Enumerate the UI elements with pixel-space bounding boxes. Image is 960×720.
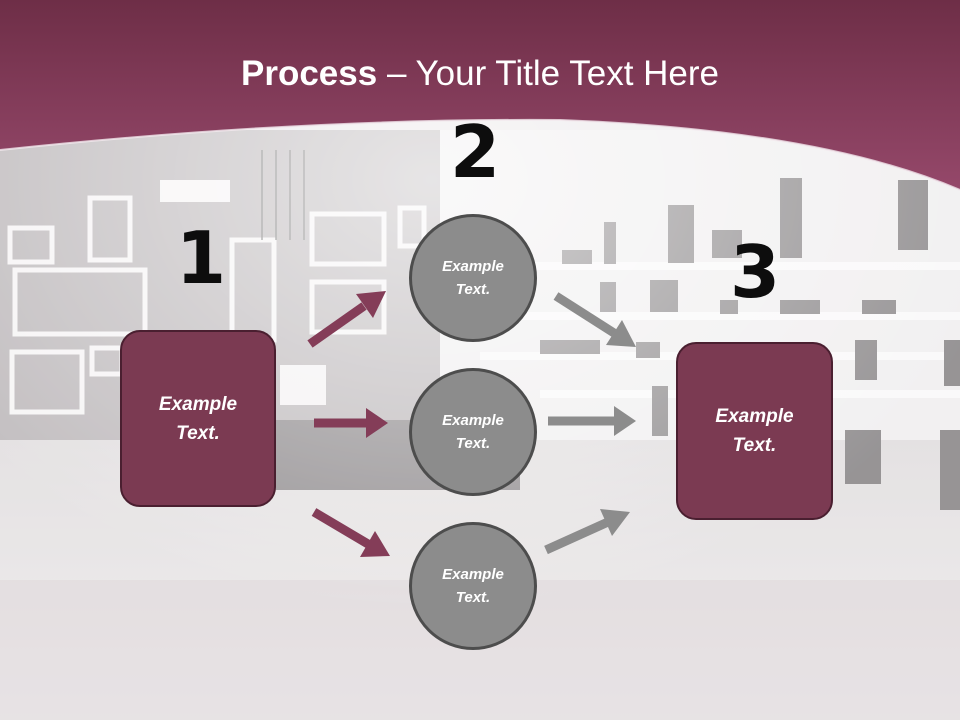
step-1-box-line1: Example <box>158 393 238 415</box>
circle-bottom-line2: Text. <box>455 589 491 606</box>
step-number-3: 3 <box>730 230 781 314</box>
title-rest: – Your Title Text Here <box>377 54 719 93</box>
arrow-circle-top-to-box <box>553 292 636 347</box>
circle-bottom: Example Text. <box>409 522 537 650</box>
circle-top-line2: Text. <box>455 281 491 298</box>
step-3-box-line1: Example <box>715 406 794 427</box>
step-1-box: Example Text. <box>120 330 276 507</box>
slide-title: Process – Your Title Text Here <box>0 52 960 96</box>
circle-top-line1: Example <box>442 258 504 275</box>
step-number-2: 2 <box>450 110 501 194</box>
circle-middle-line1: Example <box>442 412 504 429</box>
circle-middle: Example Text. <box>409 368 537 496</box>
arrow-circle-middle-to-box <box>548 406 636 436</box>
step-3-box: Example Text. <box>676 342 833 520</box>
circle-middle-line2: Text. <box>455 435 491 452</box>
arrow-box-to-circle-middle <box>314 408 388 438</box>
step-1-box-line2: Text. <box>176 422 220 444</box>
arrow-circle-bottom-to-box <box>544 509 630 555</box>
title-bold: Process <box>241 54 378 93</box>
arrow-box-to-circle-bottom <box>311 508 390 557</box>
step-number-1: 1 <box>176 216 227 300</box>
circle-bottom-line1: Example <box>442 566 504 583</box>
step-3-box-line2: Text. <box>732 435 777 456</box>
arrow-box-to-circle-top <box>307 291 386 348</box>
circle-top: Example Text. <box>409 214 537 342</box>
